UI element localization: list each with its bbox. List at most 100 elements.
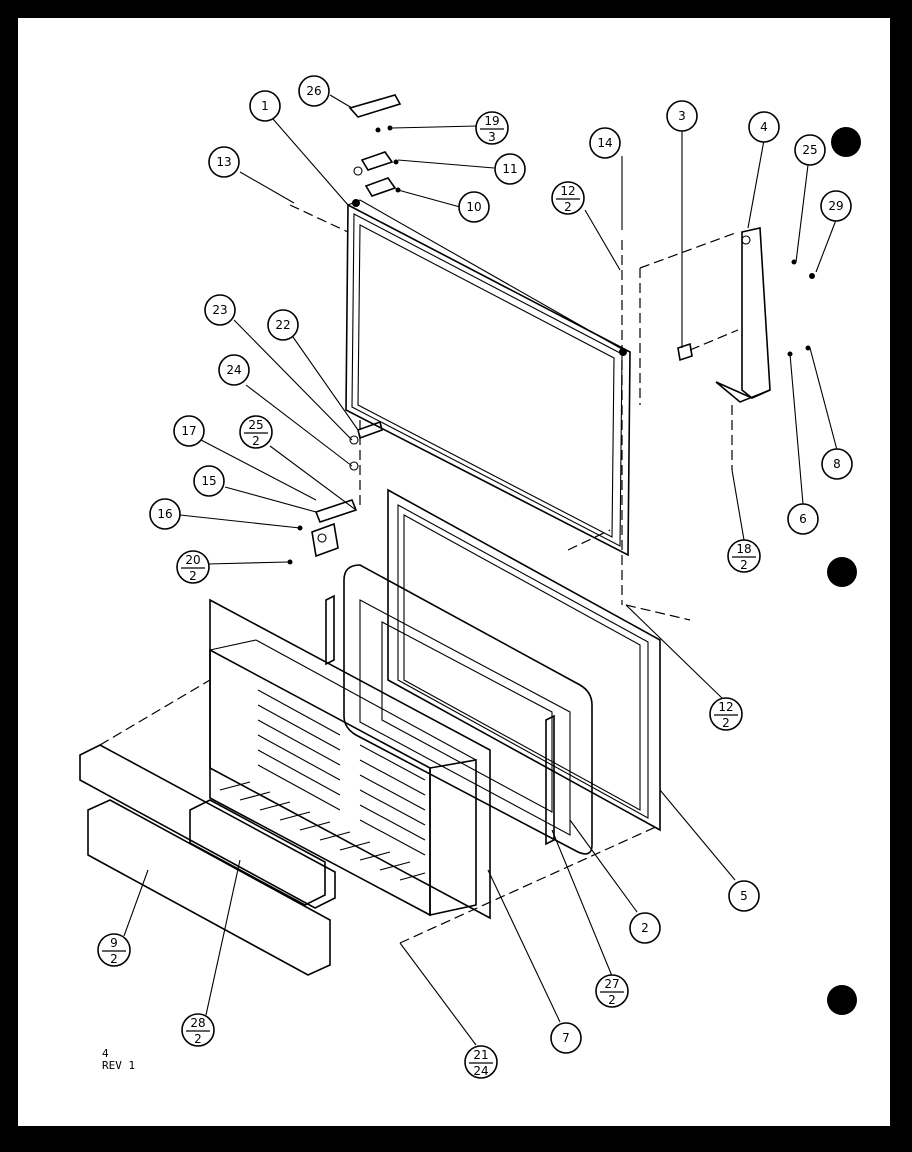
callout-number: 27 [604,977,619,991]
callout-balloon [176,550,210,584]
callout-c25a: 252 [239,415,273,449]
callout-c1: 1 [249,90,281,122]
callout-number: 9 [110,936,118,950]
callout-number: 12 [560,184,575,198]
callout-c14: 14 [589,127,621,159]
callout-balloon [787,503,819,535]
assembly-guide-lines [99,204,739,944]
callout-balloon [794,134,826,166]
callout-number: 15 [201,474,216,488]
basket-part-7 [209,598,491,920]
callout-quantity: 2 [110,952,118,966]
callout-number: 26 [306,84,321,98]
callout-number: 10 [466,200,481,214]
callout-number: 17 [181,424,196,438]
callout-number: 25 [802,143,817,157]
callout-c25b: 25 [794,134,826,166]
callout-balloon [550,1022,582,1054]
callout-labels: 1234567892101112212213141516171821932022… [97,75,853,1079]
callout-quantity: 2 [189,569,197,583]
sheet-number: 4 [102,1047,109,1060]
callout-number: 13 [216,155,231,169]
callout-number: 20 [185,553,200,567]
callout-number: 25 [248,418,263,432]
callout-c23: 23 [204,294,236,326]
callout-c27: 272 [595,974,629,1008]
callout-number: 8 [833,457,841,471]
callout-balloon [748,111,780,143]
callout-balloon [464,1045,498,1079]
callout-c19: 193 [475,111,509,145]
callout-number: 6 [799,512,807,526]
callout-quantity: 2 [194,1032,202,1046]
callout-c6: 6 [787,503,819,535]
callout-leaders [123,94,838,1046]
callout-c15: 15 [193,465,225,497]
callout-number: 23 [212,303,227,317]
callout-balloon [821,448,853,480]
callout-c12a: 122 [551,181,585,215]
callout-number: 5 [740,889,748,903]
callout-balloon [494,153,526,185]
revision-note: 4 REV 1 [102,1048,135,1072]
callout-quantity: 2 [722,716,730,730]
callout-balloon [709,697,743,731]
door-shelf-part-28 [189,799,326,906]
callout-c11: 11 [494,153,526,185]
callout-number: 12 [718,700,733,714]
callout-c5: 5 [728,880,760,912]
revision-label: REV 1 [102,1059,136,1072]
callout-c24: 24 [218,354,250,386]
callout-balloon [218,354,250,386]
top-hinge-assembly [348,94,402,197]
callout-c13: 13 [208,146,240,178]
callout-quantity: 2 [740,558,748,572]
callout-balloon [727,539,761,573]
callout-number: 18 [736,542,751,556]
callout-balloon [475,111,509,145]
callout-balloon [589,127,621,159]
callout-number: 7 [562,1031,570,1045]
callout-number: 21 [473,1048,488,1062]
callout-number: 11 [502,162,517,176]
callout-c9: 92 [97,933,131,967]
callout-c20: 202 [176,550,210,584]
callout-c16: 16 [149,498,181,530]
gasket-frame-part-5 [387,488,661,832]
callout-c29: 29 [820,190,852,222]
callout-balloon [97,933,131,967]
callout-c2: 2 [629,912,661,944]
callout-c3: 3 [666,100,698,132]
callout-balloon [267,309,299,341]
callout-number: 29 [828,199,843,213]
callout-balloon [298,75,330,107]
callout-number: 2 [641,921,649,935]
callout-quantity: 2 [252,434,260,448]
callout-quantity: 3 [488,130,496,144]
callout-balloon [173,415,205,447]
callout-number: 14 [597,136,612,150]
callout-quantity: 24 [473,1064,488,1078]
callout-balloon [666,100,698,132]
callout-c10: 10 [458,191,490,223]
door-liner-part-2 [343,564,593,855]
registration-mark [831,127,861,157]
callout-balloon [629,912,661,944]
callout-quantity: 2 [564,200,572,214]
callout-number: 22 [275,318,290,332]
callout-balloon [820,190,852,222]
callout-balloon [149,498,181,530]
callout-number: 24 [226,363,241,377]
callout-c18: 182 [727,539,761,573]
callout-balloon [193,465,225,497]
callout-number: 16 [157,507,172,521]
trim-strip-part-27 [325,594,555,846]
callout-balloon [551,181,585,215]
callout-c7: 7 [550,1022,582,1054]
registration-mark [827,985,857,1015]
callout-c17: 17 [173,415,205,447]
callout-balloon [249,90,281,122]
callout-number: 28 [190,1016,205,1030]
